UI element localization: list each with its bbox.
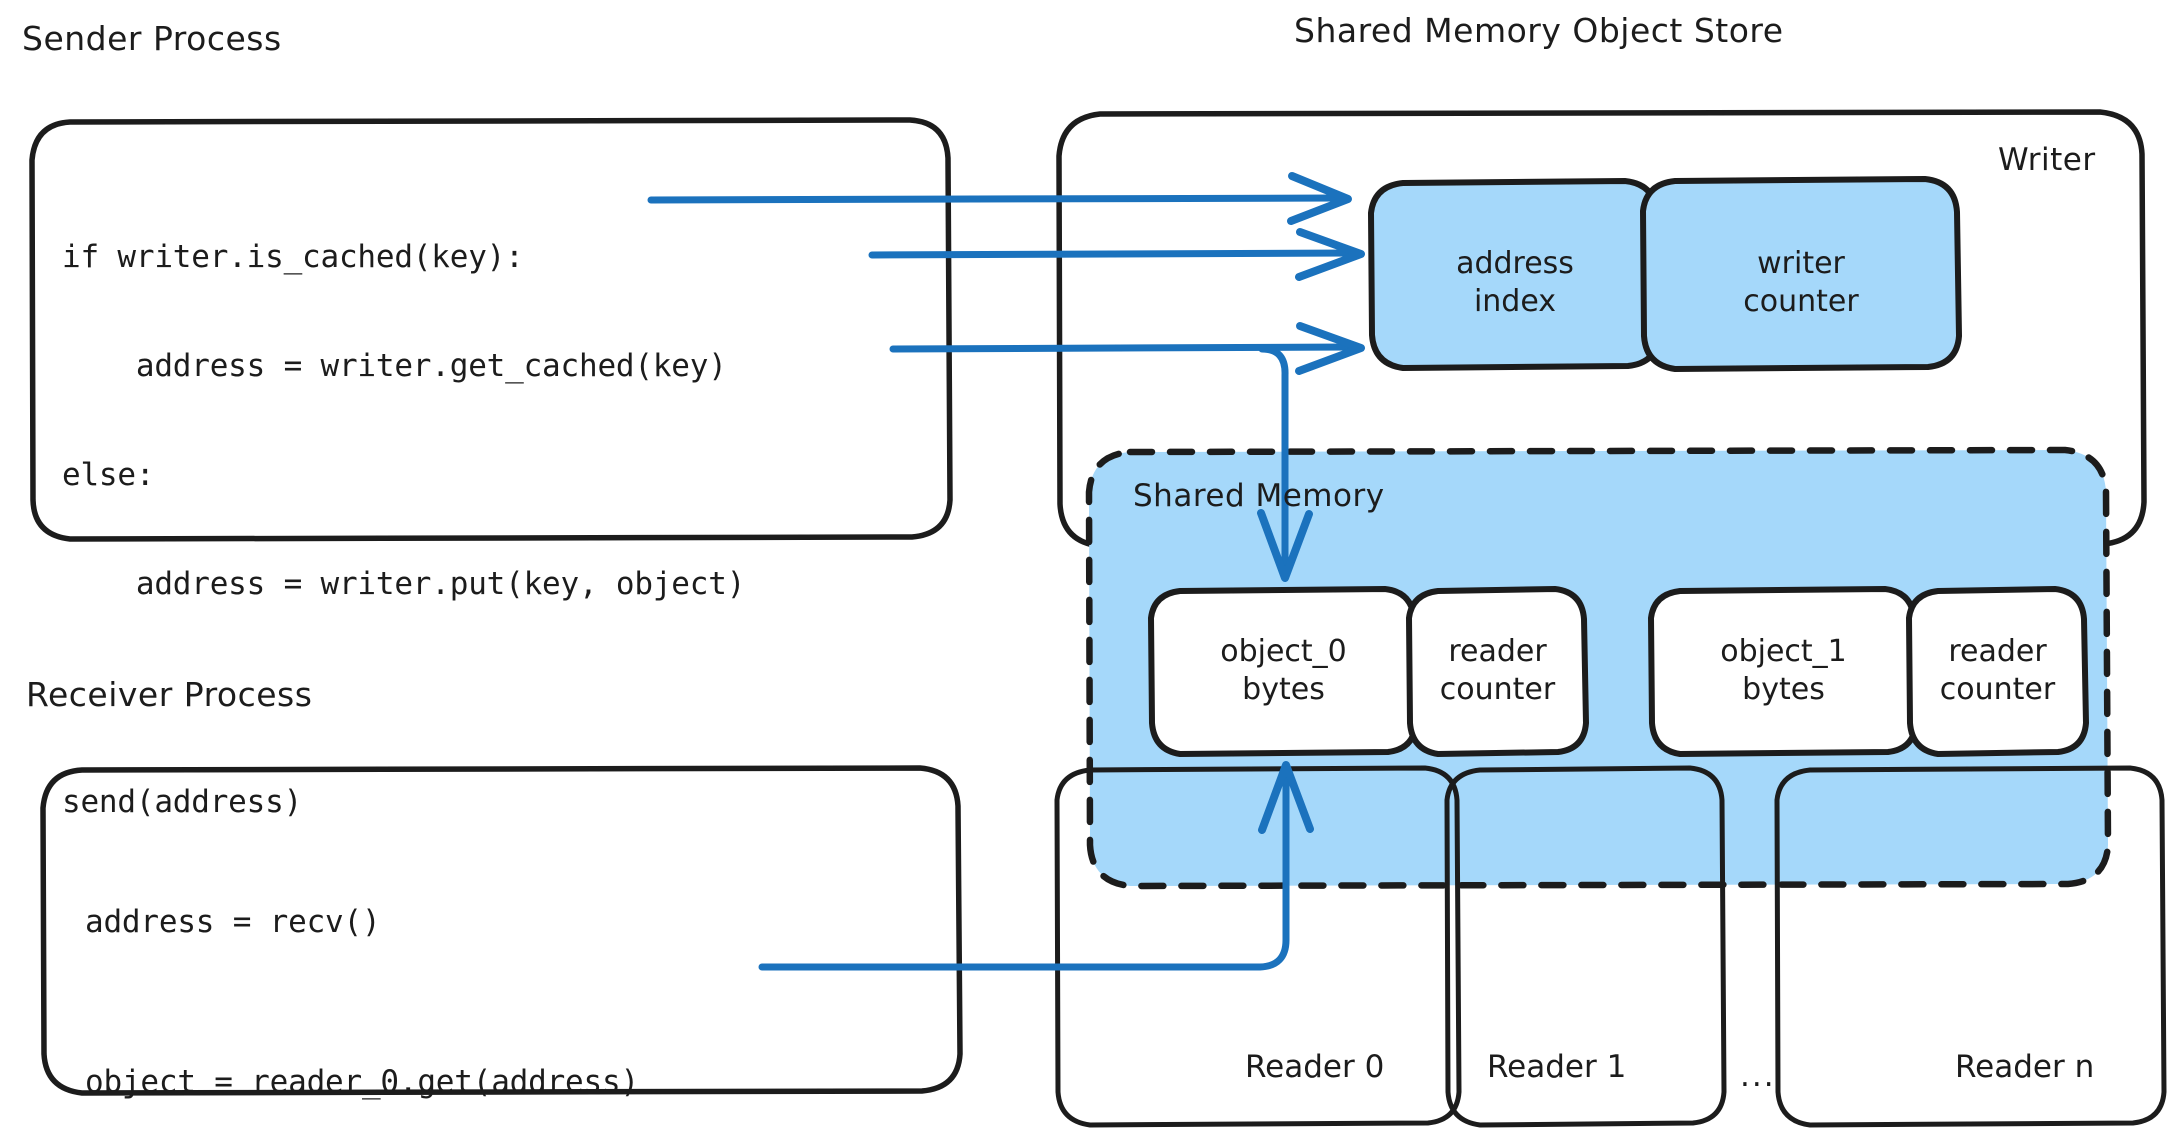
receiver-process-title: Receiver Process bbox=[26, 675, 313, 714]
receiver-code-line-0: address = recv() bbox=[85, 904, 381, 940]
arrow-is-cached-to-address-index bbox=[647, 172, 1352, 225]
sender-code-line-1: address = writer.get_cached(key) bbox=[62, 348, 727, 384]
sender-code-line-3: address = writer.put(key, object) bbox=[62, 566, 746, 602]
reader-n-label: Reader n bbox=[1955, 1049, 2095, 1085]
sender-code-line-4 bbox=[62, 678, 745, 725]
object-store-title: Shared Memory Object Store bbox=[1294, 11, 1784, 50]
writer-counter-label: writer counter bbox=[1743, 246, 1859, 319]
arrow-reader-get-to-object-0 bbox=[758, 761, 1314, 971]
address-index-label: address index bbox=[1456, 246, 1574, 319]
sender-code-block: if writer.is_cached(key): address = writ… bbox=[62, 180, 745, 896]
shared-memory-label: Shared Memory bbox=[1133, 478, 1385, 514]
sender-process-title: Sender Process bbox=[22, 19, 282, 58]
arrow-put-to-shared-memory bbox=[1257, 345, 1313, 582]
object-0-label: object_0 bytes bbox=[1220, 634, 1347, 707]
reader-1-label: Reader 1 bbox=[1487, 1049, 1627, 1085]
receiver-code-block: address = recv() object = reader_0.get(a… bbox=[85, 845, 639, 1145]
reader-counter-1-label: reader counter bbox=[1939, 634, 2056, 707]
arrow-get-cached-to-address-index bbox=[868, 228, 1365, 281]
reader-0-label: Reader 0 bbox=[1245, 1049, 1385, 1085]
receiver-code-line-1: object = reader_0.get(address) bbox=[85, 1064, 639, 1100]
sender-code-line-0: if writer.is_cached(key): bbox=[62, 239, 524, 275]
ellipsis-label: ... bbox=[1740, 1058, 1776, 1094]
sender-code-line-2: else: bbox=[62, 457, 155, 493]
writer-label: Writer bbox=[1998, 142, 2096, 178]
arrow-put-to-address-index bbox=[889, 322, 1365, 375]
sender-code-line-5: send(address) bbox=[62, 784, 303, 820]
object-1-label: object_1 bytes bbox=[1720, 634, 1847, 707]
reader-counter-0-label: reader counter bbox=[1439, 634, 1556, 707]
